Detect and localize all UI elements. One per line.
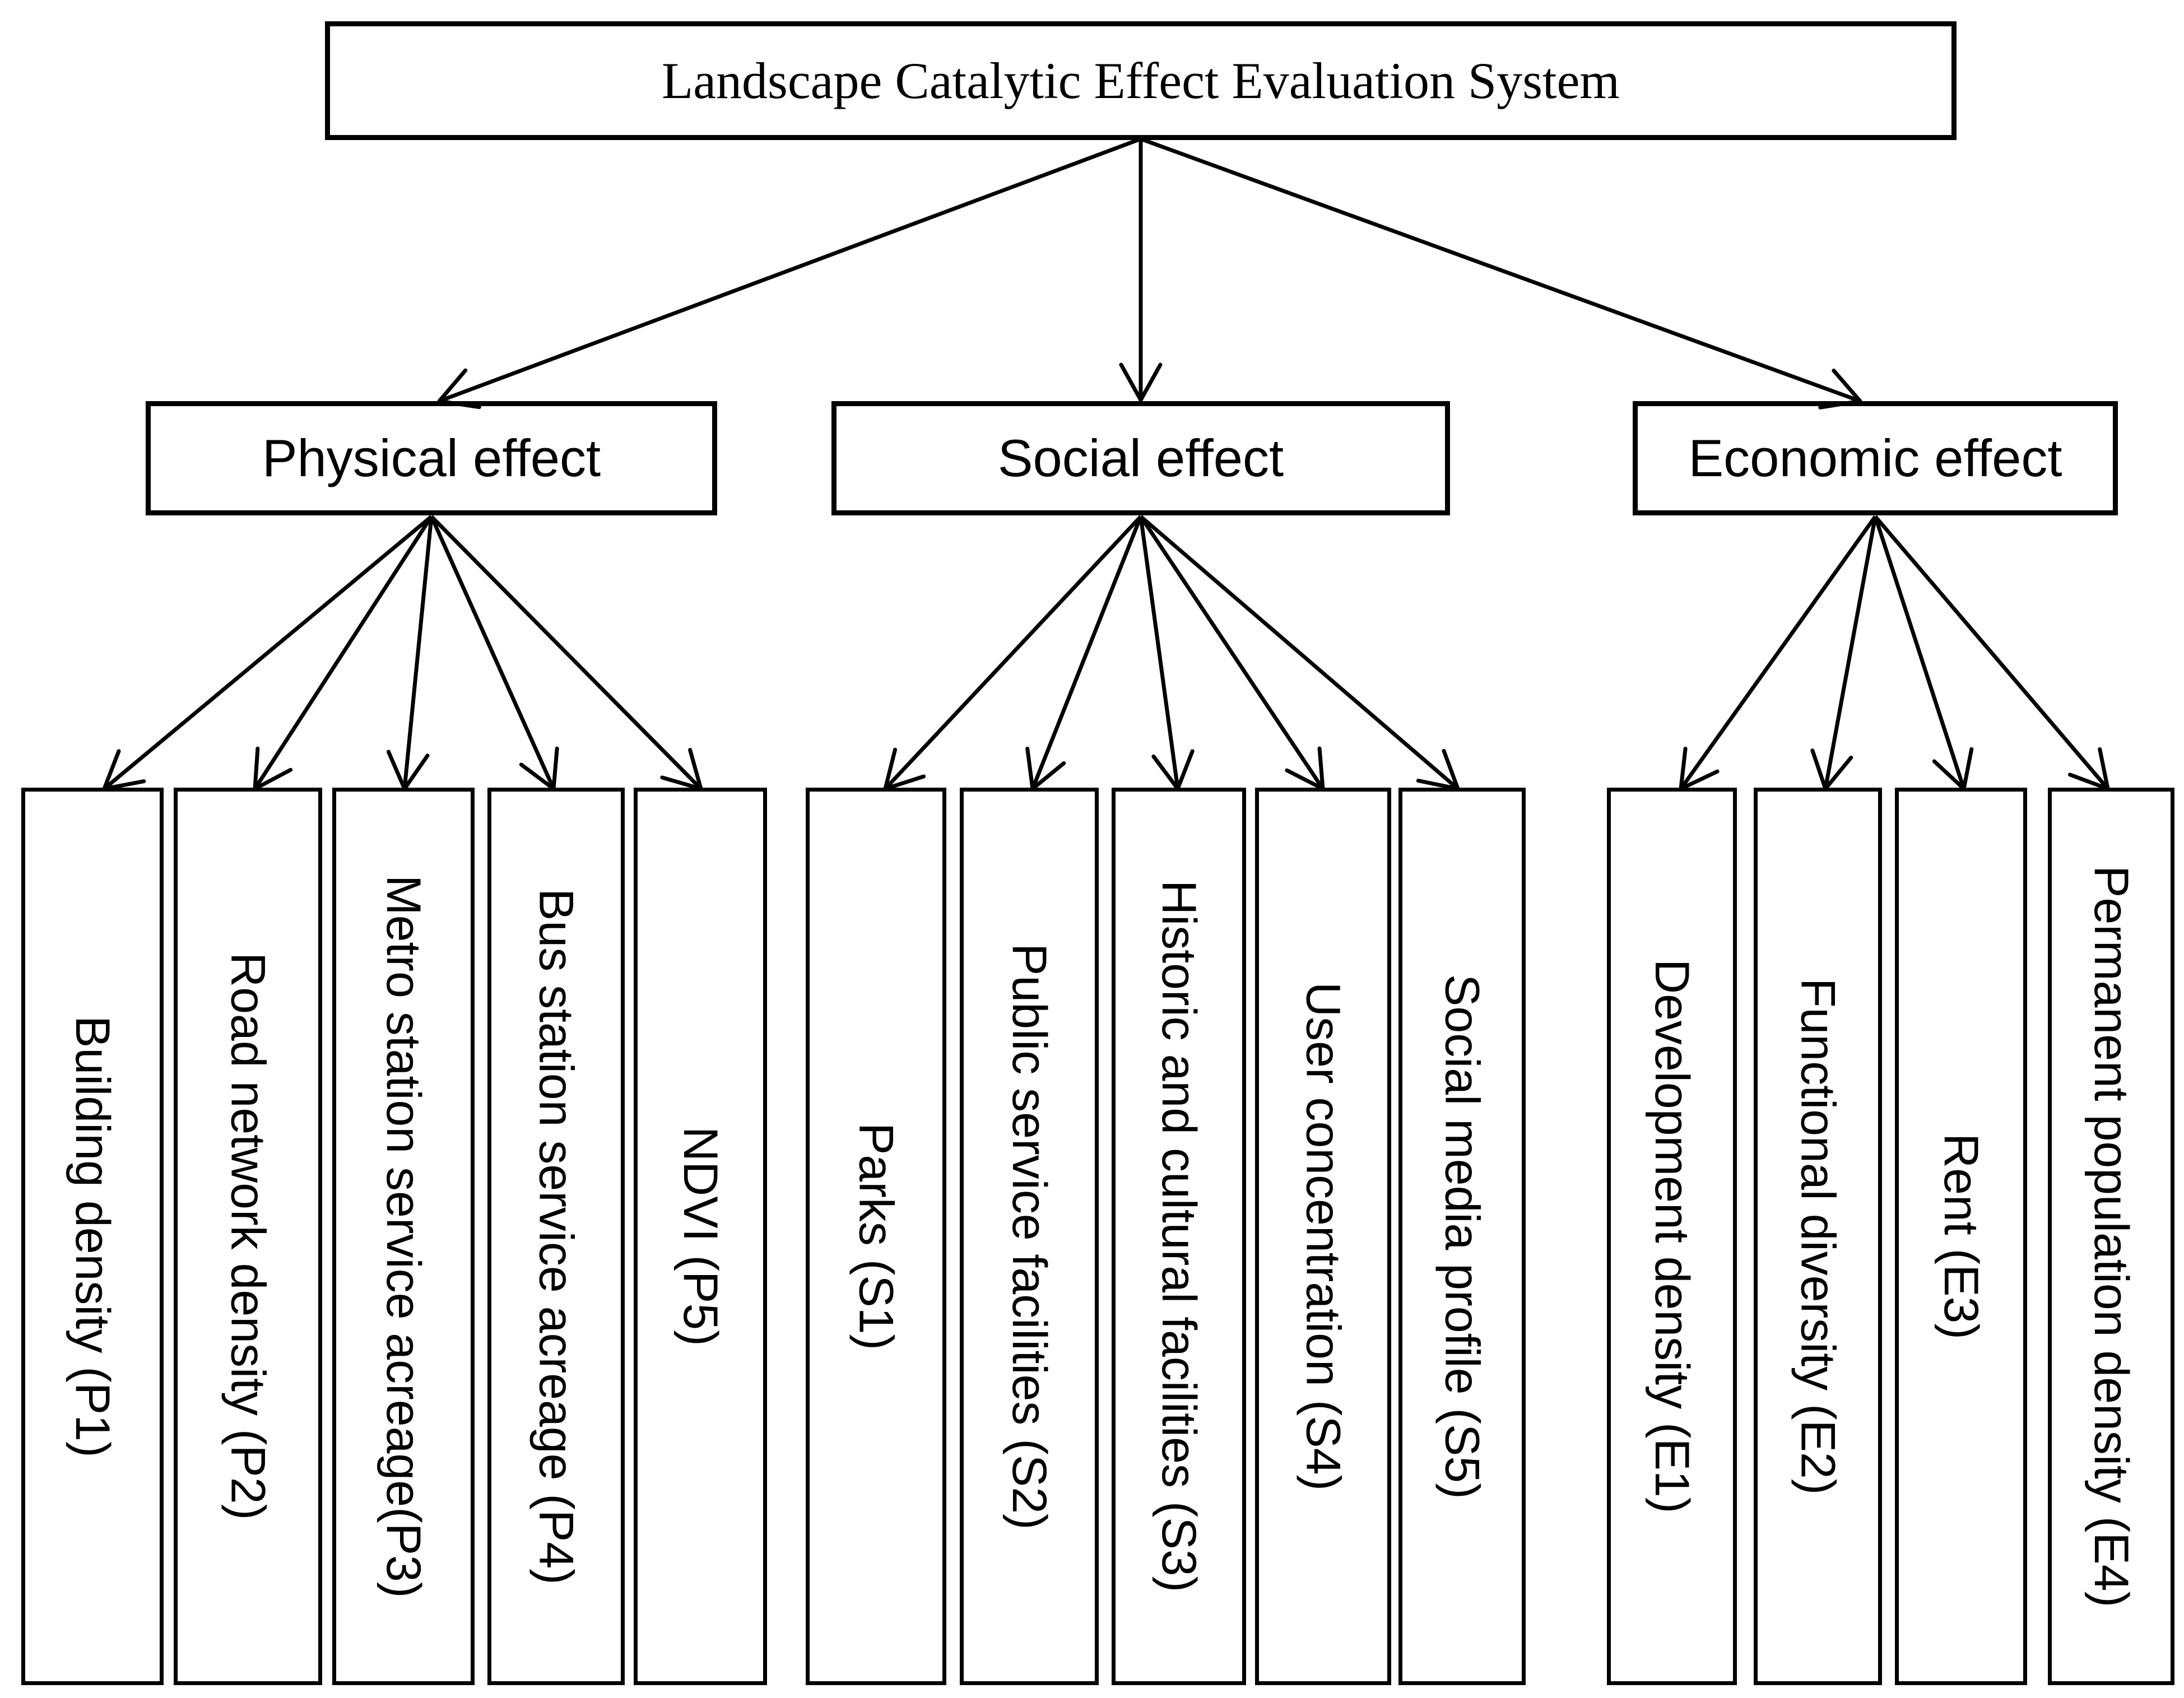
root-node-box: Landscape Catalytic Effect Evaluation Sy… [325,21,1957,140]
indicator-label-s5: Social media profile (S5) [1435,974,1489,1499]
indicator-box-p1: Building density (P1) [21,788,164,1685]
arrow-physical-to-p2 [253,515,433,791]
indicator-label-p3: Metro station service acreage(P3) [377,874,430,1598]
arrow-physical-to-p5 [430,515,703,791]
category-box-social-effect: Social effect [831,401,1450,515]
arrow-economic-to-e2 [1810,516,1878,791]
indicator-label-e4: Permanent population density (E4) [2084,865,2138,1608]
indicator-box-p4: Bus station service acreage (P4) [487,788,625,1685]
arrow-social-to-s4 [1139,515,1325,791]
indicator-box-p3: Metro station service acreage(P3) [332,788,475,1685]
indicator-label-e3: Rent (E3) [1934,1133,1988,1340]
category-label-economic-effect: Economic effect [1688,429,2062,487]
arrow-social-to-s5 [1139,515,1460,791]
indicator-label-s1: Parks (S1) [849,1122,903,1351]
indicator-box-s4: User concentration (S4) [1255,788,1391,1685]
category-box-economic-effect: Economic effect [1633,401,2118,515]
category-label-social-effect: Social effect [997,429,1284,487]
arrow-economic-to-e1 [1679,515,1877,791]
arrow-social-to-s1 [883,515,1142,791]
indicator-box-e3: Rent (E3) [1895,788,2027,1685]
indicator-box-e4: Permanent population density (E4) [2048,788,2174,1685]
indicator-box-s3: Historic and cultural facilities (S3) [1112,788,1246,1685]
arrow-physical-to-p3 [386,516,434,791]
indicator-label-p2: Road network density (P2) [221,952,275,1520]
indicator-label-p4: Bus station service acreage (P4) [529,888,583,1585]
root-node-label: Landscape Catalytic Effect Evaluation Sy… [662,52,1620,109]
arrow-physical-to-p4 [429,515,559,791]
indicator-box-s2: Public service facilities (S2) [960,788,1099,1685]
arrow-economic-to-e3 [1873,515,1974,791]
category-label-physical-effect: Physical effect [262,429,601,487]
arrow-social-to-s2 [1025,515,1143,791]
indicator-label-p1: Building density (P1) [66,1015,119,1458]
arrow-social-to-s3 [1139,516,1195,791]
arrow-root-to-physical [437,137,1142,410]
indicator-label-s3: Historic and cultural facilities (S3) [1152,880,1206,1593]
indicator-box-e1: Development density (E1) [1607,788,1737,1685]
indicator-label-e1: Development density (E1) [1645,959,1699,1514]
indicator-label-s2: Public service facilities (S2) [1002,943,1056,1530]
indicator-box-s1: Parks (S1) [806,788,946,1685]
arrow-physical-to-p1 [102,515,433,791]
indicator-label-e2: Functional diversity (E2) [1791,978,1845,1495]
indicator-label-p5: NDVI (P5) [673,1127,727,1346]
indicator-box-e2: Functional diversity (E2) [1754,788,1882,1685]
indicator-box-p2: Road network density (P2) [174,788,322,1685]
arrow-economic-to-e4 [1874,515,2110,791]
indicator-label-s4: User concentration (S4) [1296,981,1350,1491]
indicator-box-p5: NDVI (P5) [634,788,767,1685]
indicator-box-s5: Social media profile (S5) [1398,788,1526,1685]
arrow-root-to-economic [1140,137,1862,410]
category-box-physical-effect: Physical effect [146,401,717,515]
